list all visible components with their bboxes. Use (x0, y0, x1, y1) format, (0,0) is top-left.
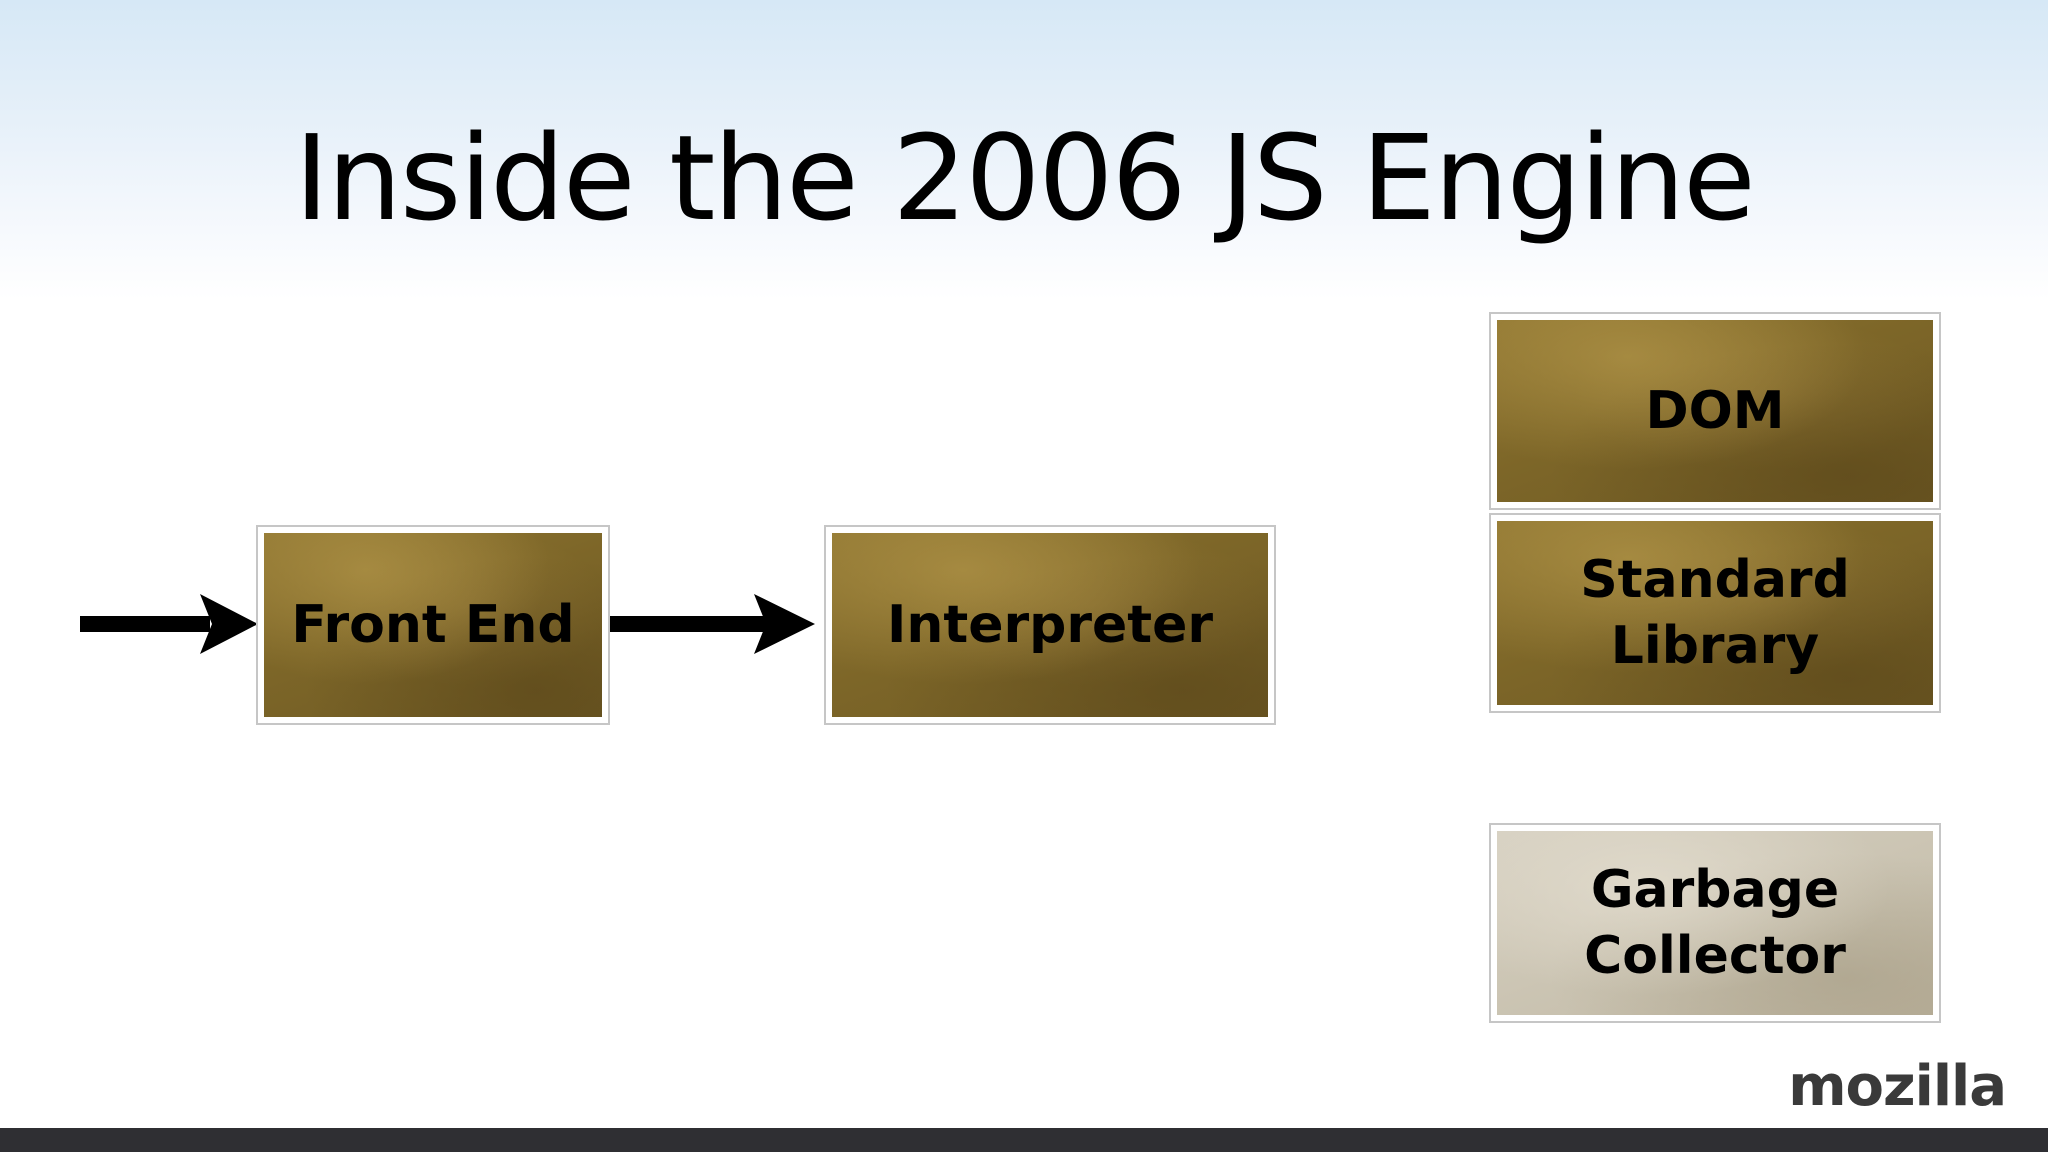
garbage-collector-line1: Garbage (1590, 860, 1840, 920)
standard-library-line2: Library (1610, 616, 1820, 676)
mozilla-logo: mozilla (1788, 1054, 2007, 1119)
standard-library-box: Standard Library (1489, 513, 1941, 713)
arrow-input-to-front-end (80, 594, 258, 654)
front-end-label: Front End (264, 533, 602, 717)
arrow-front-end-to-interpreter (605, 594, 815, 654)
arrow-input-head (200, 594, 258, 654)
front-end-box: Front End (256, 525, 610, 725)
interpreter-label: Interpreter (832, 533, 1268, 717)
slide: Inside the 2006 JS Engine Front End Inte… (0, 0, 2048, 1128)
bottom-bar (0, 1128, 2048, 1152)
garbage-collector-line2: Collector (1584, 926, 1846, 986)
arrow-frontend-head (754, 594, 815, 654)
dom-label: DOM (1497, 320, 1933, 502)
standard-library-label: Standard Library (1497, 521, 1933, 705)
slide-title: Inside the 2006 JS Engine (294, 109, 1755, 247)
garbage-collector-label: Garbage Collector (1497, 831, 1933, 1015)
diagram-arrows (80, 594, 815, 654)
interpreter-box: Interpreter (824, 525, 1276, 725)
standard-library-line1: Standard (1580, 550, 1850, 610)
dom-box: DOM (1489, 312, 1941, 510)
garbage-collector-box: Garbage Collector (1489, 823, 1941, 1023)
